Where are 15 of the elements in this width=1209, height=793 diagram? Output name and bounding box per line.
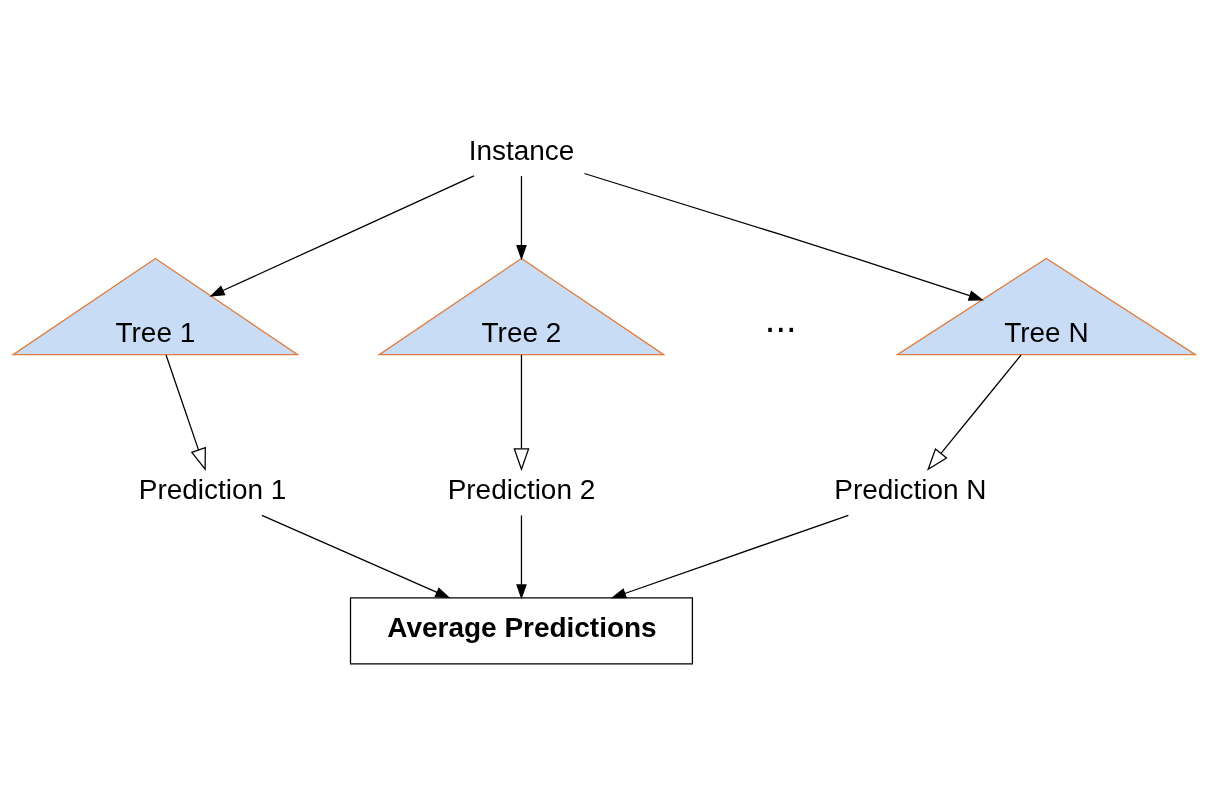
arrow bbox=[610, 514, 849, 598]
arrow bbox=[516, 174, 527, 260]
node-box: Average Predictions bbox=[349, 596, 694, 665]
arrow bbox=[516, 514, 527, 600]
arrow bbox=[583, 172, 984, 301]
node-text: Instance bbox=[468, 134, 575, 166]
node-text: Prediction N bbox=[834, 473, 987, 505]
node-text: Prediction 2 bbox=[447, 473, 596, 505]
arrow bbox=[926, 353, 1022, 471]
arrow bbox=[165, 353, 206, 471]
arrow bbox=[261, 514, 451, 598]
arrow bbox=[209, 174, 475, 297]
arrow bbox=[513, 353, 530, 471]
node-text: Prediction 1 bbox=[138, 473, 287, 505]
label: ... bbox=[764, 296, 797, 340]
